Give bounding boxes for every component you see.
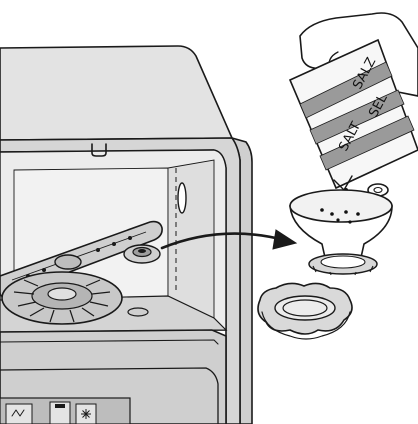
snowflake-icon (81, 409, 91, 419)
screw-cap (258, 283, 352, 339)
funnel (290, 184, 392, 275)
side-vent (178, 183, 186, 213)
dishwasher-door (0, 330, 226, 424)
control-panel (0, 398, 130, 424)
salt-container-cap (124, 245, 160, 263)
spray-arm-hub (55, 255, 81, 269)
cabinet-top (0, 46, 232, 140)
